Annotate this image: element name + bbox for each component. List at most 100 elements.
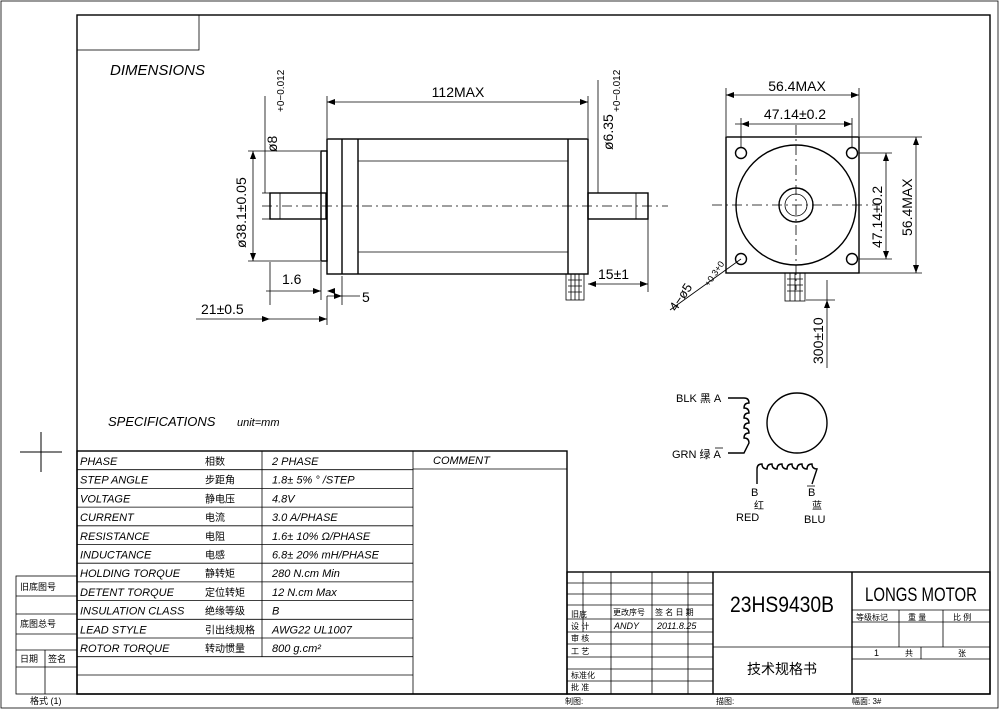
review-label: 审 核: [571, 633, 589, 643]
wiring-diagram: BLK 黑 A GRN 绿 A B B 红 蓝 RED BLU: [672, 392, 828, 526]
dimensions-title: DIMENSIONS: [110, 62, 205, 79]
spec-name-cn: 静电压: [205, 492, 235, 505]
spec-title: SPECIFICATIONS: [108, 414, 216, 429]
scale-label: 比 例: [953, 612, 971, 622]
dim-5: 5: [362, 289, 370, 305]
dim-flange-width: 56.4MAX: [768, 78, 826, 94]
wire-blu-cn: 蓝: [812, 500, 822, 512]
designer-name: ANDY: [613, 621, 640, 631]
base-drawing-label: 底图总号: [20, 618, 56, 629]
boss-circle: [735, 144, 857, 266]
spec-value: AWG22 UL1007: [271, 624, 353, 636]
dim-hole-spacing: 47.14±0.2: [764, 106, 826, 122]
spec-value: 6.8± 20% mH/PHASE: [272, 550, 380, 562]
spec-name-cn: 步距角: [205, 475, 235, 487]
corner-box: [76, 14, 200, 51]
format-label: 格式 (1): [30, 695, 62, 706]
sheets-label: 张: [958, 649, 966, 658]
coil-b: [756, 463, 818, 485]
spec-value: 800 g.cm²: [272, 643, 321, 655]
spec-value: 12 N.cm Max: [272, 587, 337, 599]
dim-shaft-tol: +0−0.012: [612, 69, 623, 112]
wire-b: B: [751, 487, 758, 499]
spec-value: 1.6± 10% Ω/PHASE: [272, 531, 371, 543]
dim-length: 112MAX: [432, 84, 485, 100]
title-block: 旧底 更改序号 签 名 日 期 设 计 ANDY 2011.8.25 审 核 工…: [566, 571, 991, 695]
size-label: 幅面: 3#: [852, 696, 882, 706]
spec-name: STEP ANGLE: [80, 475, 149, 487]
wire-blu: BLU: [804, 514, 825, 526]
standard-label: 标准化: [571, 670, 595, 680]
spec-name: HOLDING TORQUE: [80, 568, 181, 580]
process-label: 工 艺: [571, 647, 589, 656]
spec-name: DETENT TORQUE: [80, 587, 175, 599]
mounting-holes: [734, 146, 859, 266]
rear-shaft: [269, 192, 327, 220]
rotor-circle: [766, 392, 828, 454]
spec-value: 2 PHASE: [271, 456, 319, 468]
approve-label: 批 准: [571, 682, 589, 692]
weight-label: 重 量: [908, 612, 926, 622]
sign-label: 签名: [48, 653, 66, 664]
front-shaft: [587, 192, 649, 220]
mark-label: 旧底: [571, 609, 587, 619]
dim-shaft: ø6.35: [600, 114, 616, 150]
shaft-circle: [778, 187, 814, 223]
dim-1-6: 1.6: [282, 271, 302, 287]
comment-header: COMMENT: [433, 455, 491, 467]
spec-name: RESISTANCE: [80, 531, 150, 543]
spec-name-cn: 电阻: [205, 530, 225, 543]
spec-name: CURRENT: [80, 512, 135, 524]
spec-name-cn: 引出线规格: [205, 623, 255, 636]
dim-boss: ø38.1±0.05: [233, 177, 249, 248]
dim-holes: 4−ø5: [666, 280, 695, 313]
spec-value: 3.0 A/PHASE: [272, 512, 338, 524]
spec-name: PHASE: [80, 456, 118, 468]
motor-body: [326, 138, 589, 275]
sheet-number: 1: [874, 648, 879, 658]
spec-name: LEAD STYLE: [80, 624, 147, 636]
dim-hole-spacing-v: 47.14±0.2: [869, 186, 885, 248]
spec-name-cn: 绝缘等级: [205, 605, 245, 618]
old-drawing-label: 旧底图号: [20, 581, 56, 592]
spec-name-cn: 电流: [205, 511, 225, 524]
spec-value: B: [272, 606, 279, 618]
sign-date-label: 签 名 日 期: [655, 607, 694, 617]
dim-rear-shaft: ø8: [264, 135, 280, 152]
date-label: 日期: [20, 654, 38, 664]
grade-label: 等级标记: [856, 612, 888, 622]
model-number: 23HS9430B: [730, 592, 834, 617]
spec-name-cn: 转动惯量: [205, 642, 245, 655]
wire-b-bar: B: [808, 487, 815, 499]
wire-blk: BLK 黑 A: [676, 392, 722, 405]
drawn-label: 制图:: [565, 696, 583, 706]
wire-red: RED: [736, 512, 759, 524]
dim-rear-shaft-tol: +0−0.012: [276, 69, 287, 112]
spec-value: 1.8± 5% ° /STEP: [272, 475, 355, 487]
design-label: 设 计: [571, 621, 589, 631]
spec-name: ROTOR TORQUE: [80, 643, 170, 655]
dim-lead-length: 300±10: [810, 317, 826, 364]
company-name: LONGS MOTOR: [865, 585, 977, 606]
side-view: 112MAX ø8 +0−0.012 ø38.1±0.05 ø6.35 +0−0…: [196, 69, 668, 325]
spec-name: VOLTAGE: [80, 493, 131, 505]
spec-name: INDUCTANCE: [80, 550, 152, 562]
dim-15: 15±1: [598, 266, 629, 282]
spec-name-cn: 静转矩: [205, 567, 235, 580]
design-date: 2011.8.25: [656, 621, 697, 631]
coil-a: [728, 397, 750, 454]
traced-label: 描图:: [716, 696, 734, 706]
front-view: 56.4MAX 47.14±0.2 47.14±0.2 56.4MAX 4−ø5…: [666, 78, 922, 368]
spec-name-cn: 定位转矩: [205, 586, 245, 599]
change-no-label: 更改序号: [613, 607, 645, 617]
spec-name-cn: 电感: [205, 549, 225, 562]
spec-table: COMMENT PHASE 相数 2 PHASE STEP ANGLE 步距角 1.8± …: [76, 450, 568, 695]
spec-value: 280 N.cm Min: [271, 568, 340, 580]
dim-holes-tol: +0.3+0: [702, 259, 726, 288]
dim-flange-height: 56.4MAX: [899, 178, 915, 236]
total-label: 共: [905, 649, 913, 658]
dim-21: 21±0.5: [201, 301, 244, 317]
spec-name-cn: 相数: [205, 455, 225, 468]
